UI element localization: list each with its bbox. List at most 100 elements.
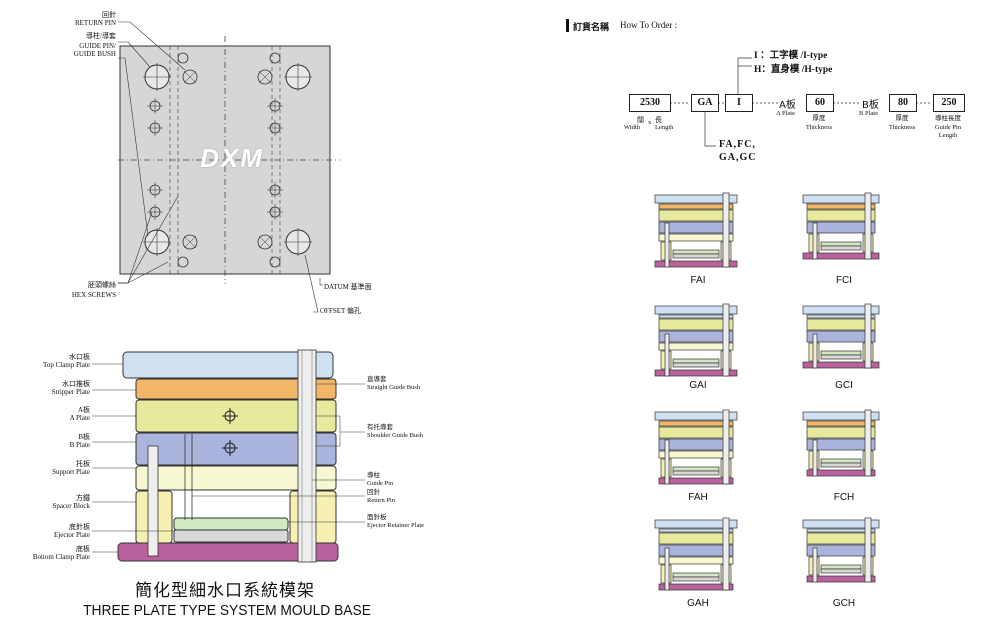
a-thick-en: Thickness <box>805 124 833 131</box>
b-thick-en: Thickness <box>888 124 916 131</box>
model-thumb-fch <box>802 409 880 477</box>
title-en: THREE PLATE TYPE SYSTEM MOULD BASE <box>83 602 371 619</box>
model-name-gai: GAI <box>689 380 707 391</box>
thumb-ejector-plate <box>820 568 862 574</box>
thumb-top-plate <box>802 519 880 529</box>
a-plate-en: A Plate <box>776 110 795 117</box>
thumb-bottom <box>654 369 738 377</box>
thumb-screw <box>664 333 670 377</box>
thumb-guide-pin <box>722 303 730 377</box>
thumb-ejector-plate <box>672 576 720 582</box>
thumb-top-plate <box>654 519 738 529</box>
stripper-label-en: Stripper Plate <box>51 388 90 396</box>
thumb-support <box>658 556 734 565</box>
a-plate-cn: A板 <box>779 100 796 111</box>
return-pin-label-cn: 回針 <box>102 11 116 19</box>
hex-screws-label-en: HEX SCREWS <box>71 291 116 299</box>
straight-bush-label-cn: 直導套 <box>367 376 387 383</box>
thumb-stripper <box>806 420 876 427</box>
bottom-clamp-label-cn: 底板 <box>76 545 90 553</box>
thumb-stripper <box>658 203 734 210</box>
thumb-bottom <box>806 575 876 583</box>
model-name-gch: GCH <box>832 598 856 609</box>
ejector-plate <box>173 529 289 543</box>
pin-len-en2: Length <box>938 132 958 139</box>
size-caption-cn1: 闊 <box>637 116 644 124</box>
thumb-b-plate <box>658 438 734 451</box>
return-pin-label-en: RETURN PIN <box>74 19 116 27</box>
retainer-label-en: Ejector Retainer Plate <box>367 522 425 529</box>
model-thumb-fci <box>802 192 880 260</box>
b-plate-en: B Plate <box>859 110 878 117</box>
thumb-stripper <box>806 203 876 210</box>
thumb-ejector-plate <box>820 462 862 468</box>
thumb-ejector-plate <box>820 245 862 251</box>
support-label-cn: 托板 <box>76 460 90 468</box>
order-series-box: GA <box>691 94 719 112</box>
order-heading-cn: 訂貨名稱 <box>573 23 610 33</box>
thumb-runner <box>658 314 734 319</box>
thumb-top-plate <box>654 411 738 421</box>
spacer-label-en: Spacer Block <box>52 502 90 510</box>
model-thumb-fah <box>654 409 738 485</box>
bottom-clamp-label-en: Bottom Clamp Plate <box>32 553 90 561</box>
b-plate-label-en: B Plate <box>69 441 90 449</box>
hex-screws-label-cn: 胚頭螺絲 <box>88 281 116 289</box>
thumb-guide-pin <box>864 192 872 260</box>
thumb-ejector-plate <box>672 362 720 368</box>
thumb-ejector <box>820 350 862 356</box>
model-name-fah: FAH <box>688 492 708 503</box>
size-caption-en2: Length <box>655 124 674 131</box>
thumb-runner <box>658 528 734 533</box>
model-name-gah: GAH <box>687 598 709 609</box>
thumb-guide-pin <box>864 409 872 477</box>
a-plate-label-cn: A板 <box>77 406 90 414</box>
model-thumb-gai <box>654 303 738 377</box>
series-options-1: FA,FC, <box>719 139 756 150</box>
thumb-a-plate <box>658 426 734 439</box>
model-name-fci: FCI <box>835 275 853 286</box>
thumb-b-plate <box>658 544 734 557</box>
thumb-support <box>658 342 734 351</box>
model-name-fai: FAI <box>690 275 706 286</box>
spacer-label-cn: 方鐵 <box>76 494 90 502</box>
thumb-ejector <box>672 572 720 578</box>
size-caption-x: x <box>648 119 652 126</box>
model-thumb-fai <box>654 192 738 268</box>
thumb-stripper <box>658 420 734 427</box>
title-cn: 簡化型細水口系統模架 <box>135 581 315 601</box>
size-caption-en1: Width <box>624 124 640 131</box>
retainer-label-cn: 面針板 <box>367 514 387 521</box>
thumb-a-plate <box>806 532 876 545</box>
pin-len-en1: Guide Pin <box>934 124 962 131</box>
thumb-b-plate <box>806 221 876 234</box>
thumb-bottom <box>658 477 734 485</box>
support-label-en: Support Plate <box>52 468 90 476</box>
thumb-screw <box>664 439 670 485</box>
thumb-ejector <box>820 458 862 464</box>
thumb-bottom <box>658 583 734 591</box>
thumb-guide-pin <box>722 517 730 591</box>
thumb-top-plate <box>654 305 738 315</box>
model-name-gci: GCI <box>835 380 853 391</box>
thumb-a-plate <box>806 426 876 439</box>
model-thumb-gci <box>802 303 880 369</box>
b-thick-cn: 厚度 <box>895 115 909 122</box>
thumb-b-plate <box>658 330 734 343</box>
thumb-ejector <box>672 466 720 472</box>
return-pin-side-label-en: Return Pin <box>367 497 395 504</box>
thumb-support <box>658 233 734 242</box>
thumb-guide-pin <box>722 409 730 485</box>
top-clamp-plate <box>122 351 334 379</box>
order-heading-bar <box>566 19 569 32</box>
thumb-b-plate <box>658 221 734 234</box>
series-options-2: GA,GC <box>719 152 757 163</box>
offset-label: OFFSET 偏孔 <box>320 307 361 315</box>
stripper-label-cn: 水口推板 <box>62 380 90 388</box>
thumb-ejector-plate <box>672 253 720 259</box>
thumb-guide-pin <box>864 517 872 583</box>
thumb-screw <box>812 439 818 477</box>
thumb-runner <box>806 314 876 319</box>
